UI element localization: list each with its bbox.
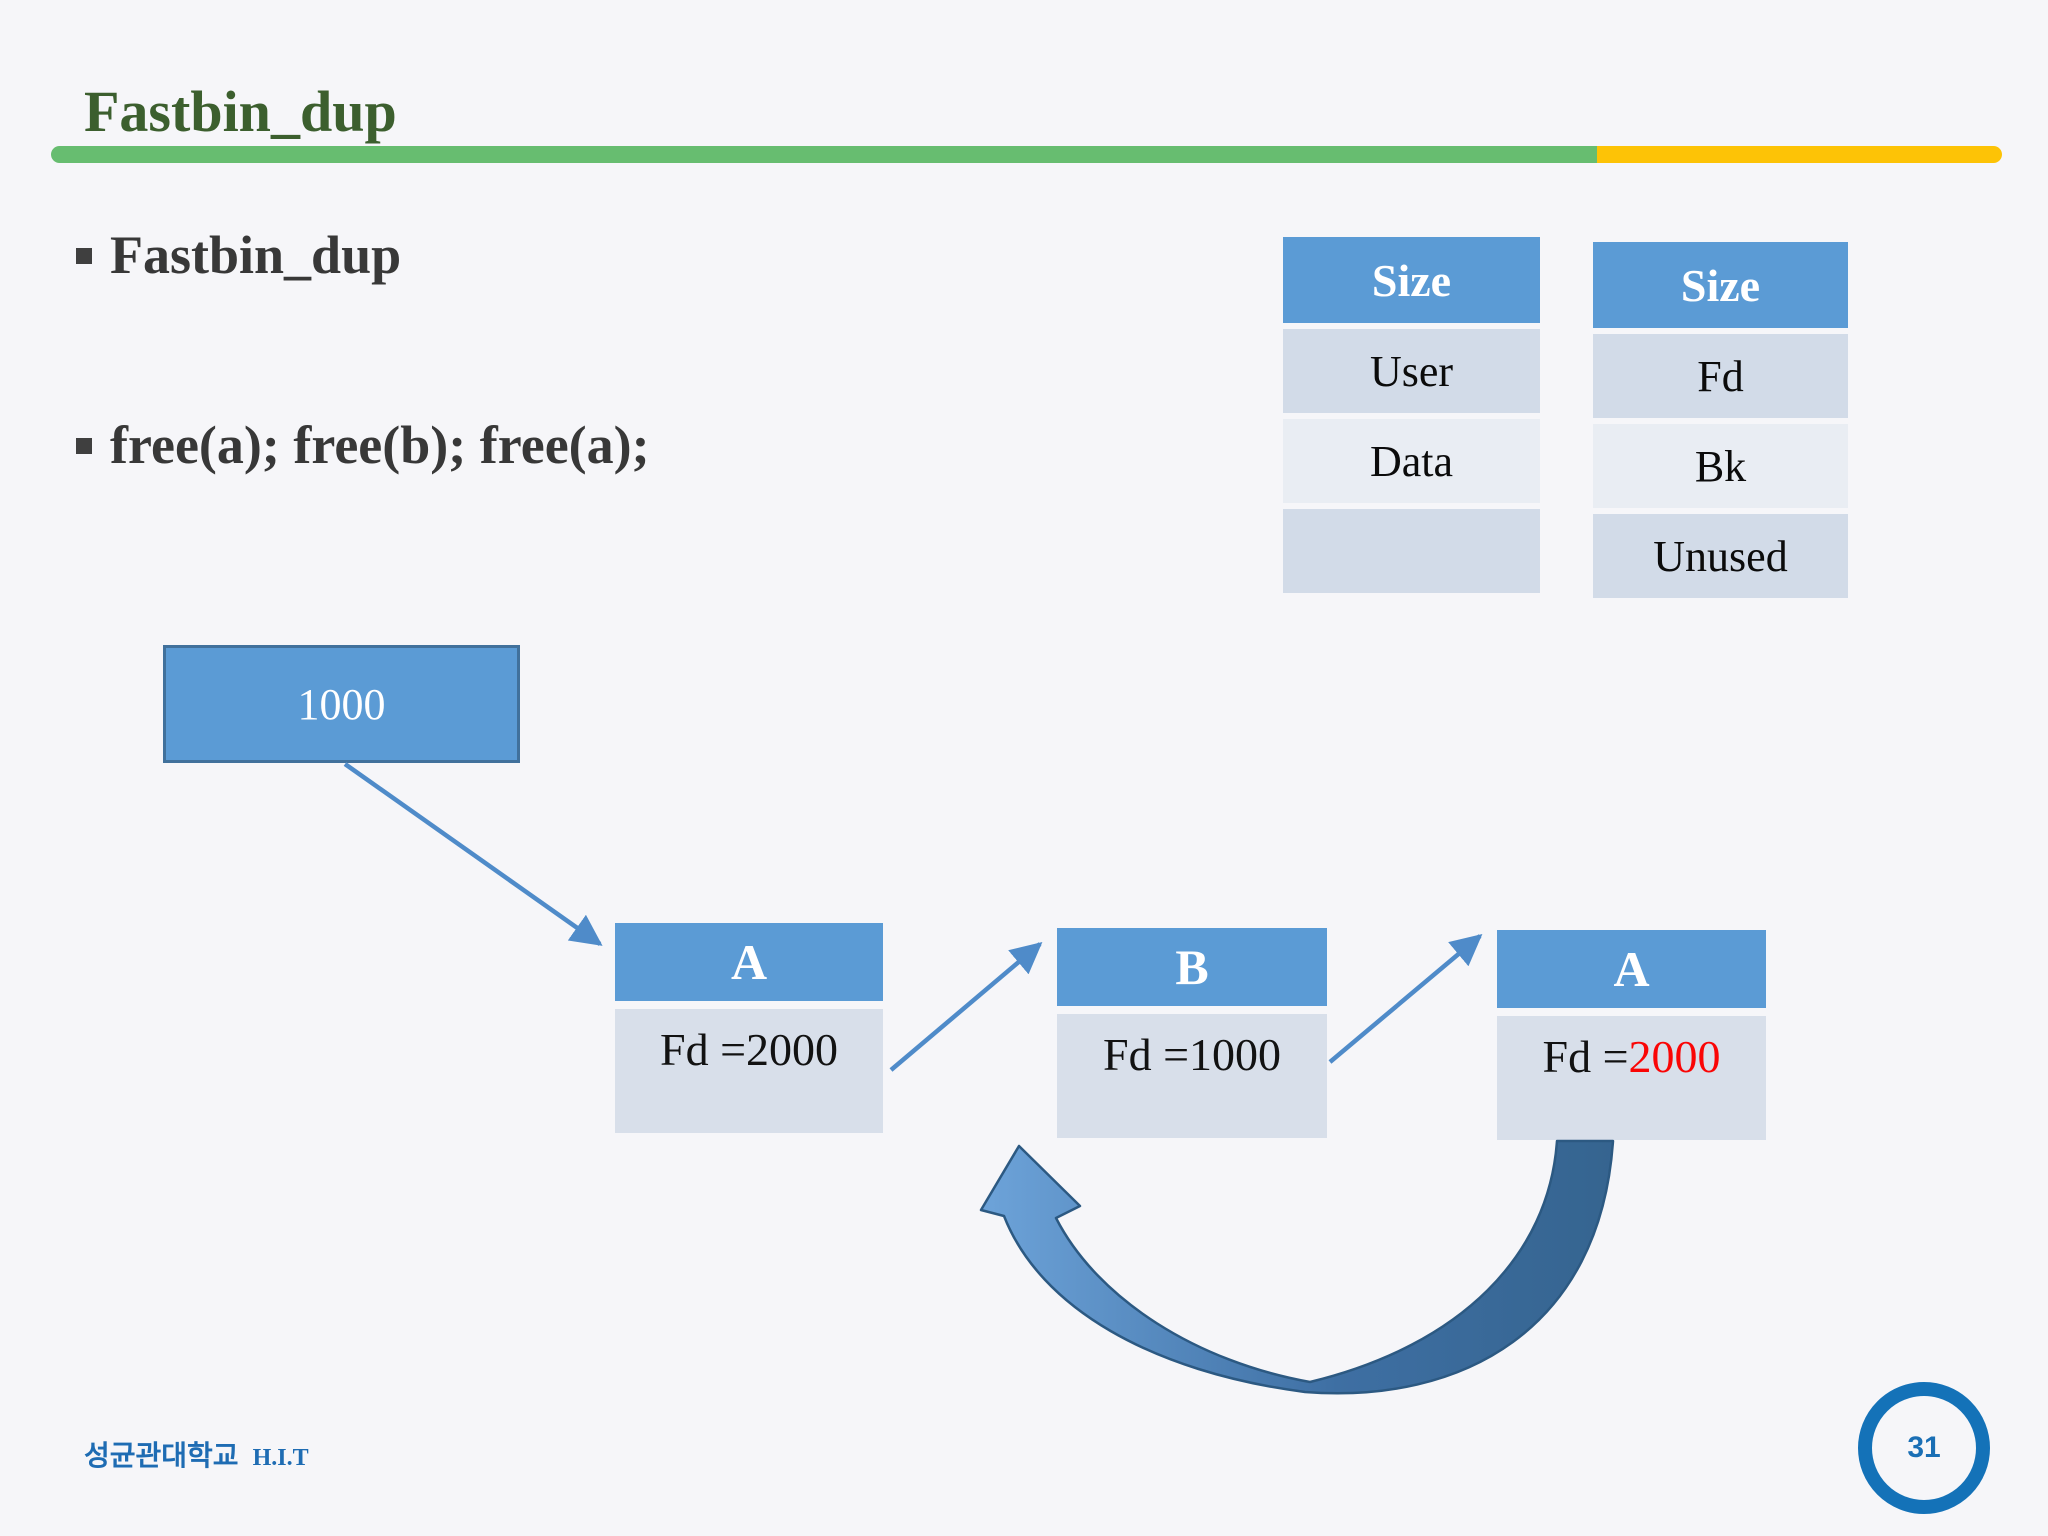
- fd-field-label: Fd =: [659, 1024, 747, 1075]
- fastbin-head-label: 1000: [297, 679, 386, 729]
- page-number: 31: [1907, 1431, 1941, 1464]
- bullet-text: free(a); free(b); free(a);: [110, 415, 650, 475]
- chunk-node-body: Fd = 2000: [615, 1009, 883, 1133]
- accent-bar-green: [51, 146, 1597, 163]
- table-cell-empty: [1283, 509, 1540, 593]
- table-cell-fd: Fd: [1593, 334, 1848, 418]
- bullet-square-icon: [76, 438, 92, 454]
- chunk-layout-table-left: Size User Data: [1283, 237, 1540, 599]
- table-cell-data: Data: [1283, 419, 1540, 503]
- fd-field-label: Fd =: [1542, 1031, 1629, 1082]
- chunk-node-title: A: [1497, 930, 1766, 1008]
- accent-bar-yellow: [1597, 146, 2002, 163]
- chunk-node-a-first: A Fd = 2000: [615, 923, 883, 1133]
- page-title: Fastbin_dup: [84, 79, 397, 144]
- fd-field-label: Fd =: [1102, 1029, 1190, 1080]
- fastbin-head-box-1000: 1000: [163, 645, 520, 763]
- footer: 성균관대학교 H.I.T: [84, 1434, 309, 1474]
- chunk-node-title: A: [615, 923, 883, 1001]
- chunk-node-title: B: [1057, 928, 1327, 1006]
- curved-arrow-a2-back-to-b: [979, 1139, 1615, 1395]
- bullet-text: Fastbin_dup: [110, 225, 402, 285]
- table-cell-user: User: [1283, 329, 1540, 413]
- table-header-size: Size: [1593, 242, 1848, 328]
- page-number-circle: 31: [1858, 1382, 1990, 1514]
- pointer-arrow-b-to-a2: [1328, 933, 1483, 1064]
- chunk-node-b: B Fd = 1000: [1057, 928, 1327, 1138]
- chunk-node-body: Fd = 1000: [1057, 1014, 1327, 1138]
- bullet-item-free-sequence: free(a); free(b); free(a);: [76, 414, 650, 476]
- chunk-node-a-duplicate: A Fd = 2000: [1497, 930, 1766, 1140]
- bullet-square-icon: [76, 248, 92, 264]
- chunk-node-body: Fd = 2000: [1497, 1016, 1766, 1140]
- pointer-arrow-1000-to-a: [343, 762, 603, 946]
- table-cell-unused: Unused: [1593, 514, 1848, 598]
- table-cell-bk: Bk: [1593, 424, 1848, 508]
- fd-field-value: 2000: [1628, 1031, 1721, 1082]
- footer-organization: 성균관대학교: [84, 1441, 239, 1472]
- bullet-item-fastbin-dup: Fastbin_dup: [76, 224, 401, 286]
- pointer-arrow-a-to-b: [889, 941, 1043, 1072]
- footer-group: H.I.T: [252, 1445, 309, 1471]
- chunk-layout-table-right: Size Fd Bk Unused: [1593, 242, 1848, 604]
- fd-field-value: 1000: [1189, 1029, 1282, 1080]
- fd-field-value: 2000: [746, 1024, 839, 1075]
- table-header-size: Size: [1283, 237, 1540, 323]
